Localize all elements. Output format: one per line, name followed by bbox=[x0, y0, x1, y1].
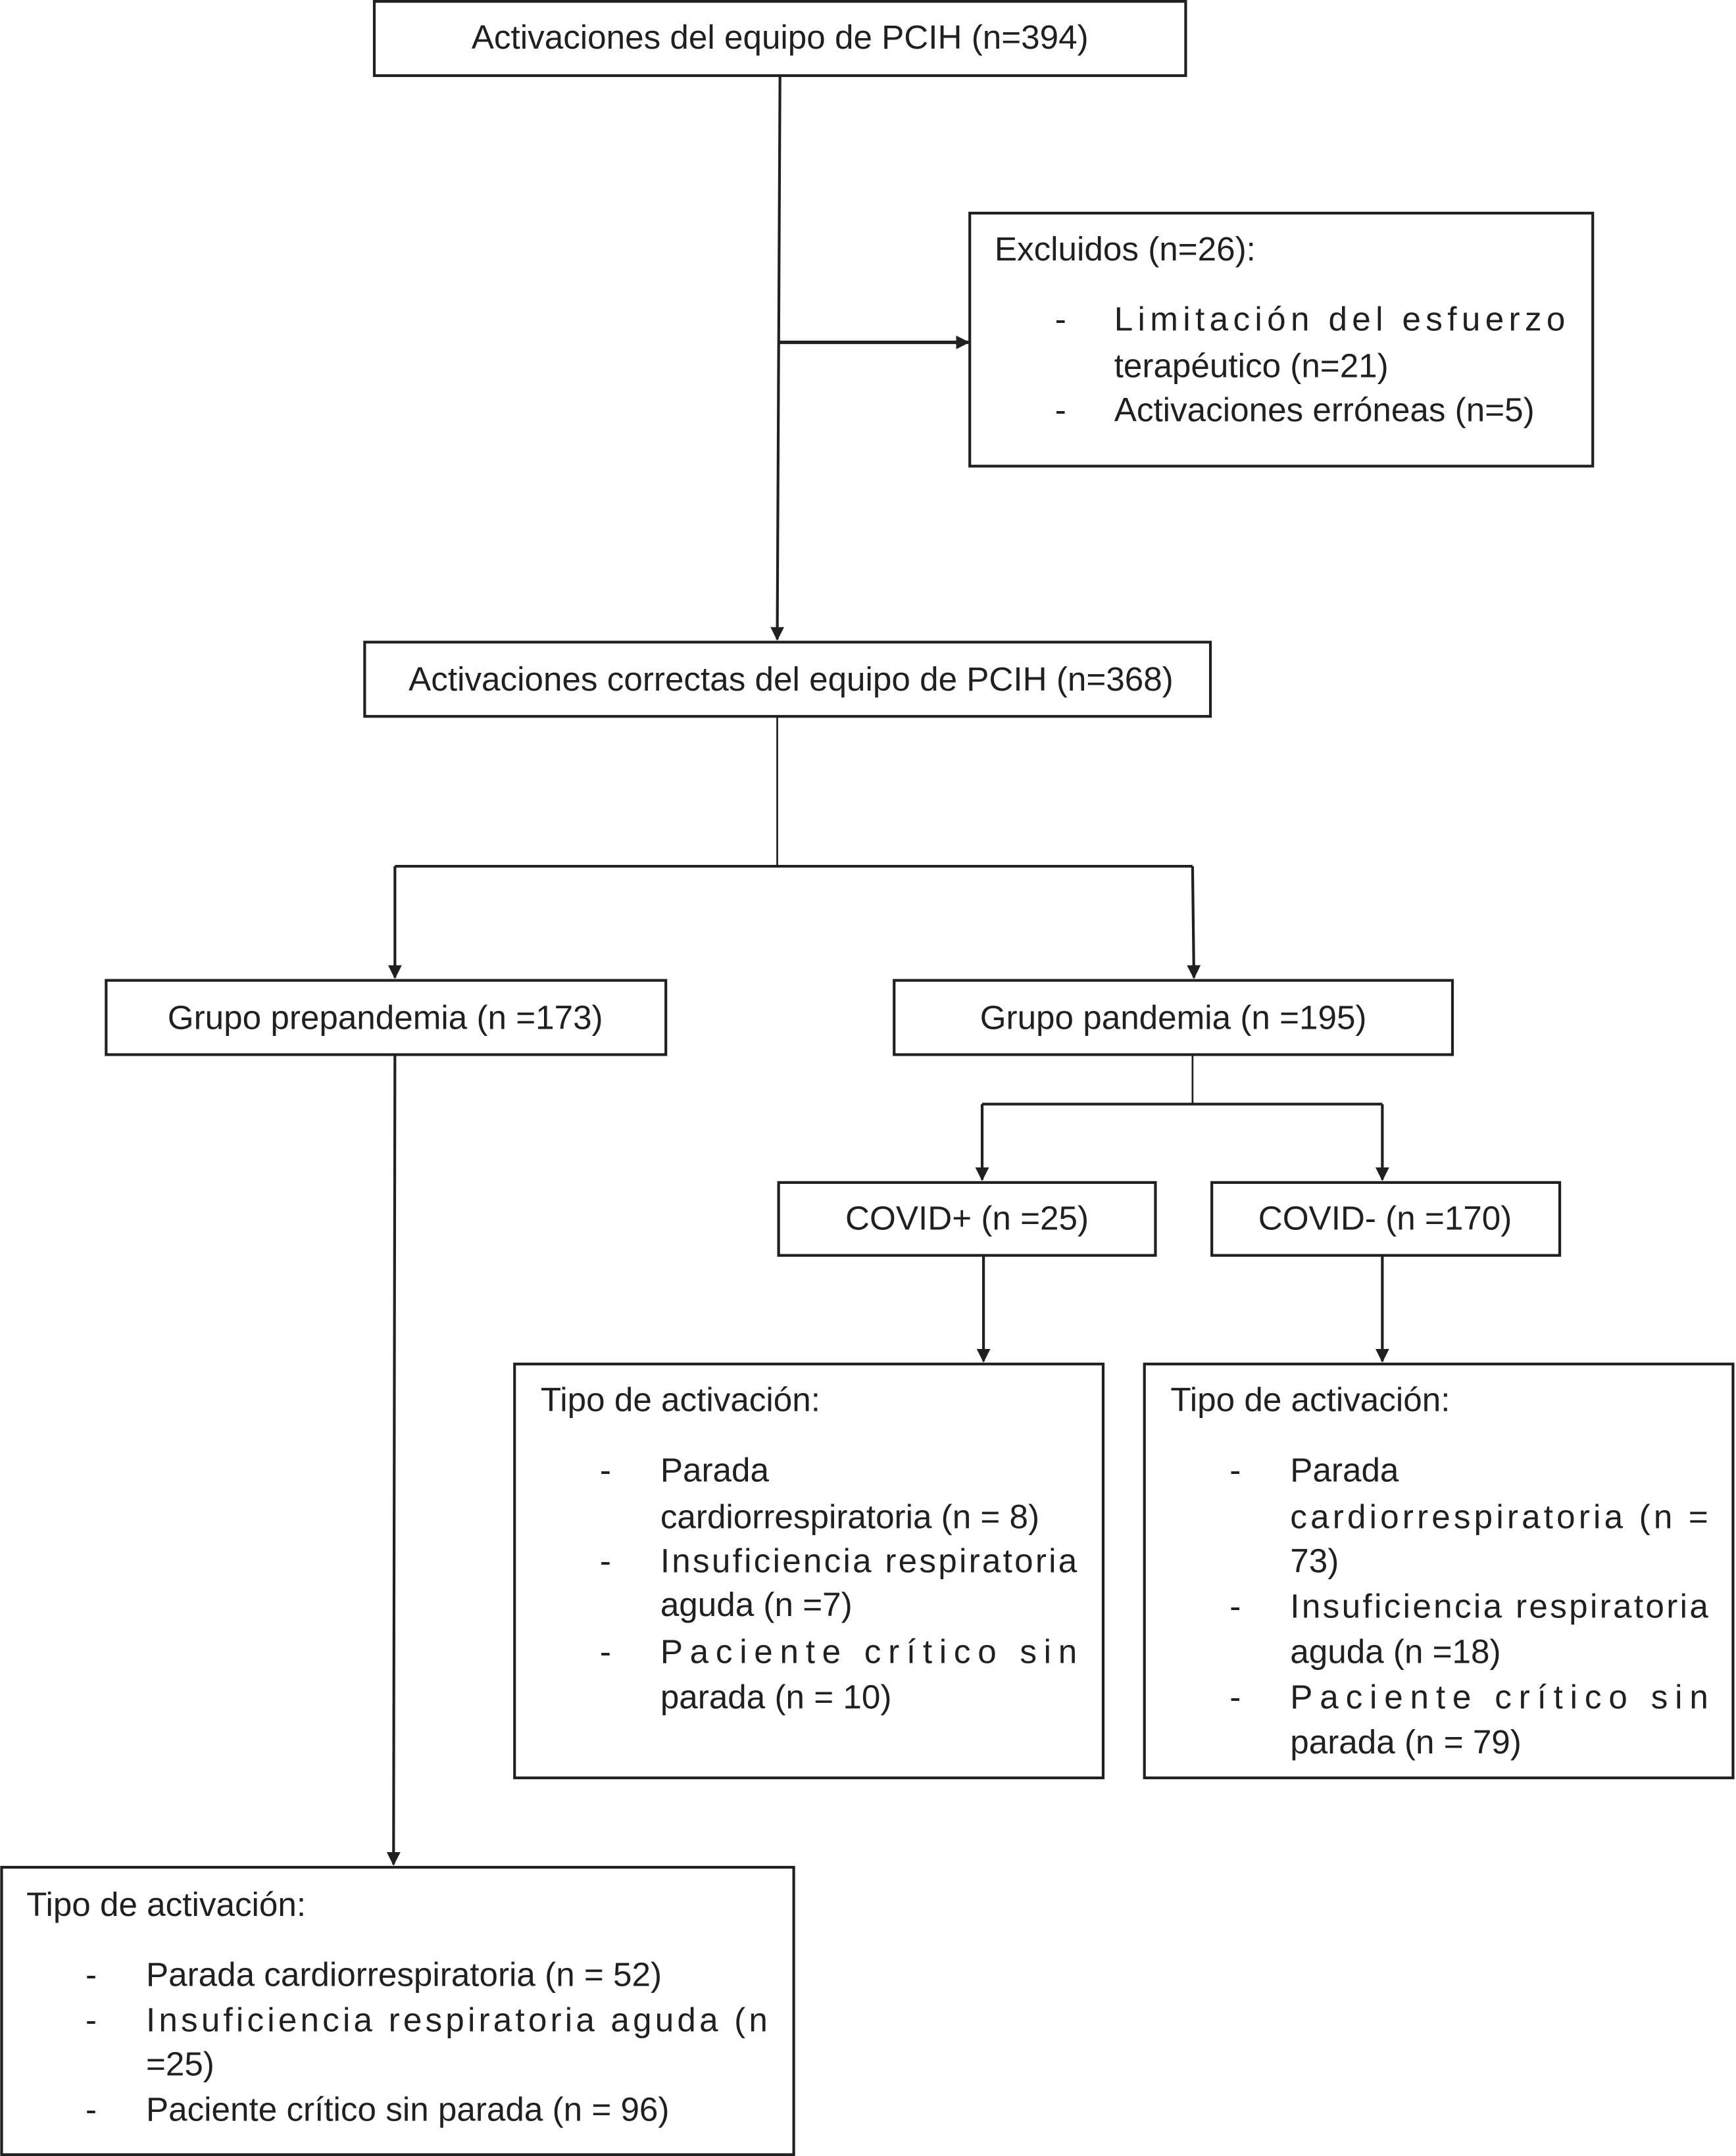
type-line: Paciente crítico sin bbox=[1290, 1678, 1708, 1715]
types-title: Tipo de activación: bbox=[26, 1886, 306, 1923]
type-line: Insuficiencia respiratoria bbox=[660, 1542, 1078, 1579]
box-covid-pos-label: COVID+ (n =25) bbox=[845, 1200, 1089, 1237]
connectors bbox=[386, 75, 1389, 1866]
box-pandemic: Grupo pandemia (n =195) bbox=[893, 979, 1454, 1056]
box-total: Activaciones del equipo de PCIH (n=394) bbox=[372, 0, 1187, 78]
box-correct: Activaciones correctas del equipo de PCI… bbox=[363, 641, 1212, 718]
types-title: Tipo de activación: bbox=[541, 1381, 820, 1419]
type-line: aguda (n =18) bbox=[1290, 1632, 1500, 1670]
box-correct-label: Activaciones correctas del equipo de PCI… bbox=[409, 660, 1174, 698]
excluded-item: terapéutico (n=21) bbox=[1114, 347, 1389, 385]
bullet: - bbox=[1055, 391, 1066, 428]
type-line: Parada bbox=[660, 1451, 770, 1488]
bullet: - bbox=[600, 1632, 611, 1670]
types-title: Tipo de activación: bbox=[1170, 1381, 1450, 1419]
bullet: - bbox=[1229, 1678, 1241, 1715]
type-line: Paciente crítico sin bbox=[660, 1632, 1077, 1670]
arrow-to-pandemic bbox=[1187, 866, 1201, 979]
bullet: - bbox=[1229, 1587, 1241, 1625]
type-line: Parada bbox=[1290, 1451, 1399, 1488]
bullet: - bbox=[1055, 301, 1066, 338]
type-line: 73) bbox=[1290, 1542, 1339, 1579]
arrow-to-prepandemic-types bbox=[386, 1054, 401, 1866]
bullet: - bbox=[600, 1451, 611, 1488]
type-line: parada (n = 10) bbox=[660, 1678, 892, 1715]
box-total-label: Activaciones del equipo de PCIH (n=394) bbox=[472, 18, 1089, 56]
excluded-title: Excluidos (n=26): bbox=[995, 230, 1256, 268]
box-prepandemic: Grupo prepandemia (n =173) bbox=[105, 979, 668, 1056]
box-prepandemic-types: Tipo de activación: - Parada cardiorresp… bbox=[0, 1865, 795, 2156]
type-line: Insuficiencia respiratoria bbox=[1290, 1587, 1708, 1625]
box-pandemic-label: Grupo pandemia (n =195) bbox=[980, 999, 1367, 1037]
type-line: =25) bbox=[146, 2045, 214, 2082]
type-line: cardiorrespiratoria (n = bbox=[1290, 1498, 1708, 1535]
box-covid-pos: COVID+ (n =25) bbox=[777, 1181, 1157, 1257]
bullet: - bbox=[600, 1542, 611, 1579]
box-excluded: Excluidos (n=26): - Limitación del esfue… bbox=[968, 211, 1595, 468]
type-line: parada (n = 79) bbox=[1290, 1723, 1522, 1761]
arrow-to-correct bbox=[770, 75, 785, 641]
excluded-item: Limitación del esfuerzo bbox=[1114, 301, 1566, 338]
type-line: cardiorrespiratoria (n = 8) bbox=[660, 1498, 1039, 1535]
box-prepandemic-label: Grupo prepandemia (n =173) bbox=[168, 999, 603, 1037]
bullet: - bbox=[86, 1956, 97, 1994]
bullet: - bbox=[1229, 1451, 1241, 1488]
box-covid-neg-types: Tipo de activación: - Parada cardiorresp… bbox=[1143, 1362, 1735, 1780]
box-covid-pos-types: Tipo de activación: - Parada cardiorresp… bbox=[513, 1362, 1105, 1780]
box-covid-neg-label: COVID- (n =170) bbox=[1258, 1200, 1512, 1237]
type-line: Paciente crítico sin parada (n = 96) bbox=[146, 2090, 670, 2128]
excluded-item: Activaciones erróneas (n=5) bbox=[1114, 391, 1535, 428]
type-line: Insuficiencia respiratoria aguda (n bbox=[146, 2001, 768, 2039]
type-line: aguda (n =7) bbox=[660, 1586, 853, 1623]
bullet: - bbox=[86, 2090, 97, 2128]
box-covid-neg: COVID- (n =170) bbox=[1210, 1181, 1562, 1257]
type-line: Parada cardiorrespiratoria (n = 52) bbox=[146, 1956, 662, 1994]
bullet: - bbox=[86, 2001, 97, 2039]
